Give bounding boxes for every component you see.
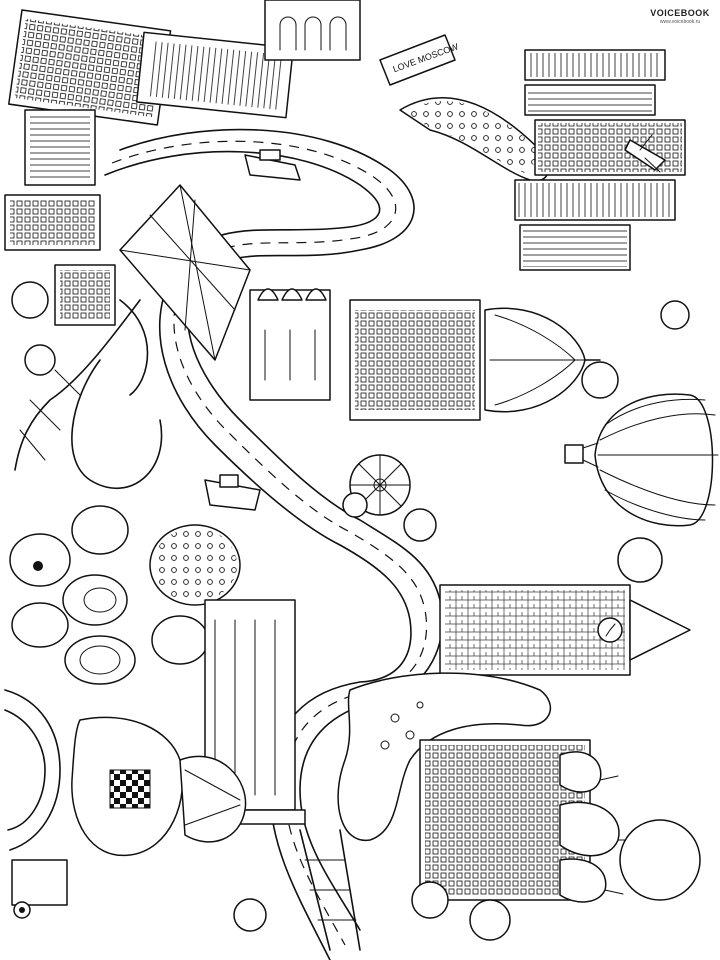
brand-website: www.voicebook.ru — [659, 19, 701, 25]
dotted-umbrella — [149, 524, 241, 606]
trees — [11, 281, 701, 941]
brand-mark: VOICEBOOK www.voicebook.ru — [648, 8, 712, 25]
carousel-balloon — [71, 716, 247, 857]
moscow-city-towers — [514, 49, 686, 271]
kite — [14, 184, 251, 471]
love-moscow-sign: LOVE MOSCOW — [379, 34, 460, 86]
brand-logo: VOICEBOOK — [650, 8, 710, 18]
airplane — [624, 134, 666, 173]
balloon-bunch — [9, 505, 209, 685]
ring-road — [4, 689, 61, 851]
st-basils-cathedral — [419, 739, 641, 903]
skyscraper-complex — [4, 9, 294, 326]
vintage-car — [11, 859, 68, 919]
bottom-bridge — [299, 829, 361, 951]
kremlin-tower — [439, 584, 691, 676]
river-boats — [204, 149, 301, 511]
hot-air-balloon — [564, 393, 719, 527]
cathedral-domes — [249, 288, 331, 401]
arched-building — [264, 0, 361, 61]
road-loop — [71, 299, 163, 490]
dome-cathedral — [349, 299, 601, 421]
